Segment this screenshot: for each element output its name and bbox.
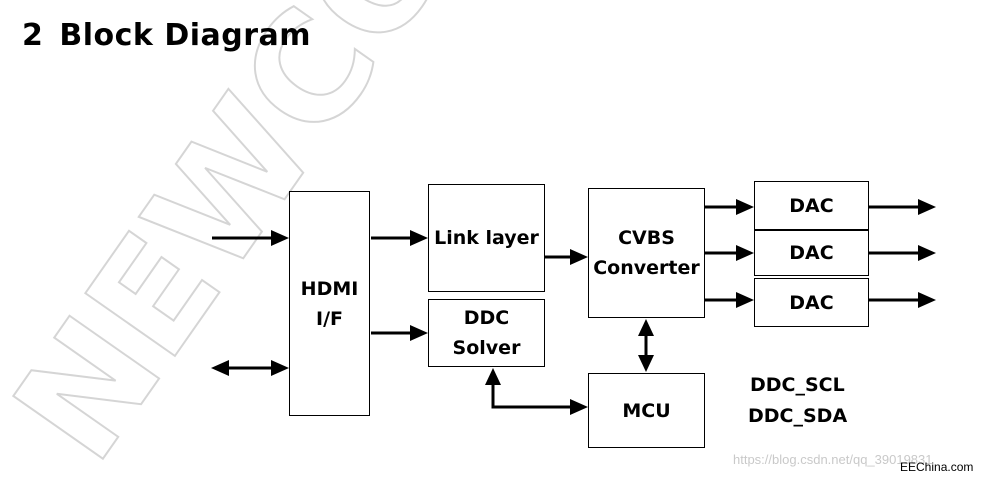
mcu-block: MCU xyxy=(588,373,705,448)
dac-2-label: DAC xyxy=(789,242,834,264)
arrow-cvbs-to-dac-1 xyxy=(705,199,754,215)
arrow-cvbs-mcu-bidirectional xyxy=(638,319,654,372)
arrow-link-layer-to-cvbs xyxy=(545,249,588,265)
arrow-hdmi-to-link-layer xyxy=(371,230,428,246)
arrow-cvbs-to-dac-2 xyxy=(705,245,754,261)
dac-3-label: DAC xyxy=(789,291,834,314)
ddc-solver-block: DDC Solver xyxy=(428,299,545,367)
link-layer-label: Link layer xyxy=(434,227,539,249)
section-title-text: Block Diagram xyxy=(59,18,312,53)
mcu-label: MCU xyxy=(622,399,671,422)
arrow-ddc-solver-mcu xyxy=(485,368,588,415)
arrow-input-to-hdmi xyxy=(212,230,289,246)
arrow-ddc-bidirectional xyxy=(211,360,289,376)
site-watermark: EEChina.com xyxy=(900,460,974,474)
link-layer-block: Link layer xyxy=(428,184,545,292)
arrow-dac-1-output xyxy=(869,199,936,215)
section-number: 2 xyxy=(22,18,44,53)
cvbs-converter-block: CVBS Converter xyxy=(588,188,705,318)
hdmi-if-block: HDMI I/F xyxy=(289,191,370,416)
dac-block-3: DAC xyxy=(754,278,869,327)
section-title: 2 Block Diagram xyxy=(22,18,311,53)
dac-block-1: DAC xyxy=(754,181,869,230)
arrow-hdmi-to-ddc-solver xyxy=(371,325,428,341)
cvbs-converter-label: CVBS Converter xyxy=(593,227,700,279)
ddc-scl-label: DDC_SCL xyxy=(750,374,845,396)
dac-block-2: DAC xyxy=(754,230,869,276)
dac-1-label: DAC xyxy=(789,194,834,217)
arrow-cvbs-to-dac-3 xyxy=(705,292,754,308)
arrow-dac-2-output xyxy=(869,245,936,261)
arrow-dac-3-output xyxy=(869,292,936,308)
source-url-watermark: https://blog.csdn.net/qq_39019831 xyxy=(733,452,933,467)
ddc-sda-label: DDC_SDA xyxy=(748,405,848,427)
hdmi-if-label: HDMI I/F xyxy=(300,277,359,330)
ddc-solver-label: DDC Solver xyxy=(452,307,521,359)
